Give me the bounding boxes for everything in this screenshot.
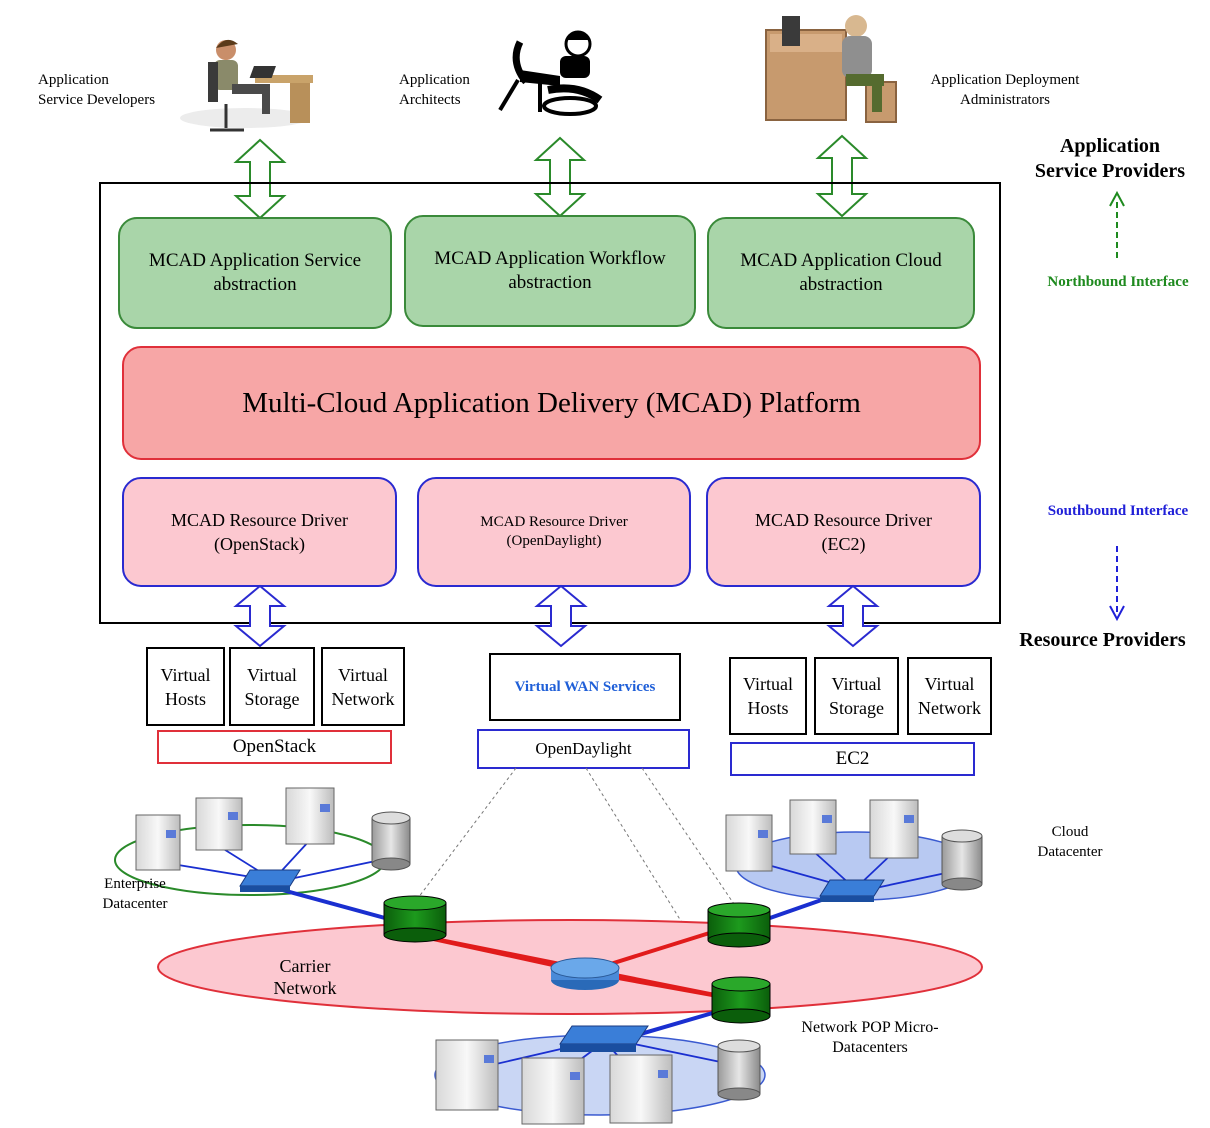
- southbound-arrow-middle: [534, 584, 588, 648]
- opendaylight-control-lines: [414, 767, 739, 1001]
- platform-title: Multi-Cloud Application Delivery (MCAD) …: [242, 387, 861, 419]
- openstack-label: OpenStack: [232, 736, 317, 757]
- pop-cylinder-icon: [383, 895, 447, 943]
- storage-disk-icon: [371, 811, 411, 871]
- resource-providers-title: Resource Providers: [1019, 629, 1186, 651]
- abstraction-box-cloud: [707, 217, 975, 329]
- openstack-virtual-hosts-label: Virtual Hosts: [160, 664, 211, 709]
- platform-box: [122, 346, 981, 460]
- southbound-dashed-arrow: [1109, 546, 1125, 622]
- enterprise-datacenter-label: Enterprise Datacenter: [102, 876, 168, 912]
- driver-opendaylight-text: MCAD Resource Driver (OpenDaylight): [480, 514, 628, 549]
- southbound-arrow-left: [233, 584, 287, 648]
- storage-disk-icon: [941, 829, 983, 891]
- driver-ec2-text: MCAD Resource Driver (EC2): [755, 510, 932, 554]
- server-icon: [725, 814, 773, 872]
- server-icon: [869, 799, 919, 859]
- ec2-virtual-network-label: Virtual Network: [918, 674, 981, 718]
- northbound-dashed-arrow: [1109, 190, 1125, 258]
- router-icon: [550, 957, 620, 990]
- openstack-virtual-network-label: Virtual Network: [331, 664, 395, 709]
- server-icon: [609, 1054, 673, 1124]
- openstack-virtual-network-box: [321, 647, 405, 726]
- server-icon: [135, 814, 181, 871]
- abstraction-workflow-text: MCAD Application Workflow abstraction: [434, 248, 666, 293]
- server-icon: [521, 1057, 585, 1125]
- opendaylight-label: OpenDaylight: [535, 739, 632, 758]
- northbound-arrow-left: [233, 138, 287, 220]
- opendaylight-label-box: [477, 729, 690, 769]
- wan-services-box: [489, 653, 681, 721]
- label-architects: Application Architects: [399, 72, 470, 108]
- pop-micro-datacenters-label: Network POP Micro- Datacenters: [801, 1019, 939, 1056]
- driver-box-opendaylight: [417, 477, 691, 587]
- server-icon: [195, 797, 243, 851]
- southbound-interface-label: Southbound Interface: [1047, 503, 1189, 519]
- driver-box-ec2: [706, 477, 981, 587]
- cloud-datacenter-label: Cloud Datacenter: [1037, 824, 1103, 860]
- openstack-label-box: [157, 730, 392, 764]
- ec2-virtual-storage-box: [814, 657, 899, 735]
- switch-icon: [559, 1025, 649, 1052]
- openstack-virtual-storage-label: Virtual Storage: [244, 664, 300, 709]
- ec2-virtual-storage-label: Virtual Storage: [829, 674, 884, 718]
- southbound-arrow-right: [826, 584, 880, 648]
- northbound-arrow-right: [815, 134, 869, 218]
- ec2-virtual-hosts-label: Virtual Hosts: [743, 674, 793, 718]
- driver-openstack-text: MCAD Resource Driver (OpenStack): [171, 510, 348, 554]
- northbound-arrow-middle: [533, 136, 587, 218]
- server-icon: [285, 787, 335, 845]
- pop-cylinder-icon: [711, 976, 771, 1024]
- switch-icon: [819, 879, 885, 902]
- ec2-virtual-hosts-box: [729, 657, 807, 735]
- architect-person-icon: [498, 30, 603, 116]
- abstraction-box-service: [118, 217, 392, 329]
- openstack-virtual-hosts-box: [146, 647, 225, 726]
- developer-person-icon: [180, 39, 313, 132]
- abstraction-box-workflow: [404, 215, 696, 327]
- ec2-virtual-network-box: [907, 657, 992, 735]
- server-icon: [435, 1039, 499, 1111]
- abstraction-cloud-text: MCAD Application Cloud abstraction: [740, 250, 942, 295]
- abstraction-service-text: MCAD Application Service abstraction: [148, 250, 362, 295]
- asp-title: Application Service Providers: [1034, 135, 1186, 182]
- pop-cylinder-icon: [707, 902, 771, 948]
- ec2-label-box: [730, 742, 975, 776]
- carrier-network-label: Carrier Network: [273, 956, 337, 998]
- label-service-developers: Application Service Developers: [38, 72, 156, 108]
- storage-disk-icon: [717, 1039, 761, 1101]
- server-icon: [789, 799, 837, 855]
- administrator-person-icon: [765, 15, 897, 123]
- label-deployment-administrators: Application Deployment Administrators: [930, 72, 1080, 108]
- openstack-virtual-storage-box: [229, 647, 315, 726]
- northbound-interface-label: Northbound Interface: [1047, 274, 1189, 290]
- ec2-label: EC2: [835, 748, 870, 769]
- wan-services-label: Virtual WAN Services: [514, 679, 656, 695]
- switch-icon: [239, 869, 301, 892]
